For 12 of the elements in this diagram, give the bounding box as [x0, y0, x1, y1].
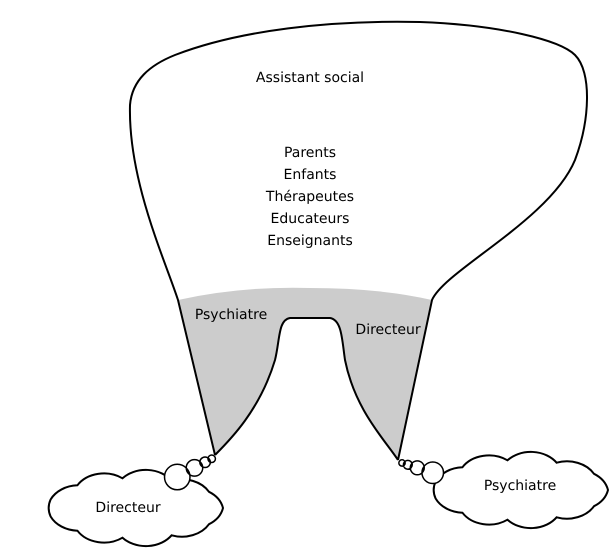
node-label: Parents — [284, 145, 336, 161]
thought-bubble-trail — [164, 454, 216, 490]
node-label: Enfants — [284, 167, 336, 183]
node-label: Assistant social — [256, 70, 364, 86]
node-label: Thérapeutes — [266, 189, 354, 205]
node-label: Psychiatre — [484, 478, 556, 494]
node-label: Directeur — [95, 500, 161, 516]
node-label: Educateurs — [270, 211, 350, 227]
thought-bubble-trail — [398, 459, 444, 484]
node-label: Psychiatre — [194, 307, 268, 323]
node-label: Enseignants — [267, 233, 353, 249]
node-label: Directeur — [355, 322, 421, 338]
